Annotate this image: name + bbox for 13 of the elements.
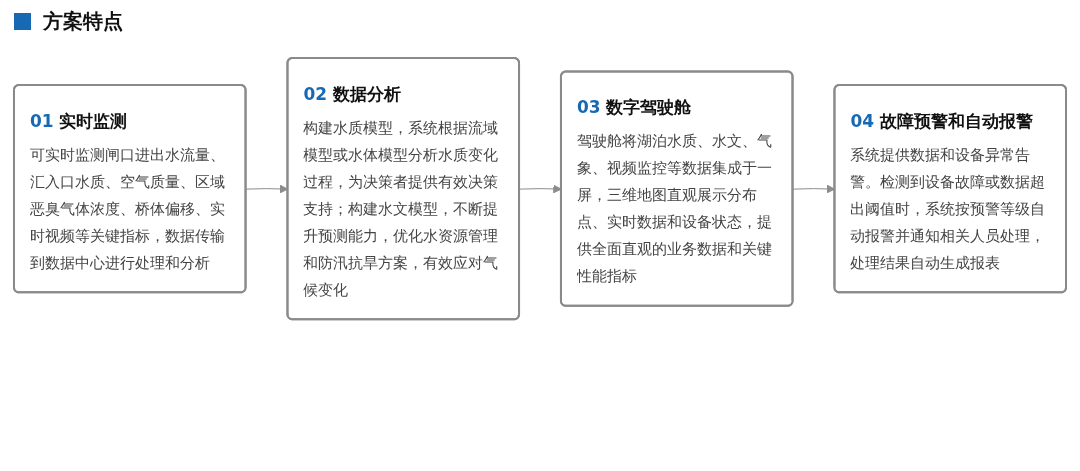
- card-heading: 02 数据分析: [303, 83, 401, 104]
- card-heading: 03 数字驾驶舱: [576, 97, 692, 118]
- title: 方案特点: [43, 7, 123, 35]
- card-description: 系统提供数据和设备异常告警。检测到设备故障或数据超出阈值时，系统按预警等级自动报警并通知相关人员处理，处理结果自动生成报表: [850, 145, 1046, 272]
- card-heading: 04 故障预警和自动报警: [850, 110, 1033, 131]
- card-description: 驾驶舱将湖泊水质、水文、气象、视频监控等数据集成于一屏，三维地图直观展示分布点、实时数据和设备状态，提供全面直观的业务数据和关键性能指标: [576, 132, 772, 285]
- card-description: 构建水质模型，系统根据流域模型或水体模型分析水质变化过程，为决策者提供有效决策支持；构建水文模型，不断提升预测能力，优化水资源管理和防汛抗旱方案，有效应对气候变化: [303, 118, 499, 299]
- feature-card: [286, 57, 521, 321]
- feature-card: [13, 83, 247, 294]
- feature-card: [559, 70, 794, 307]
- card-description: 可实时监测闸口进出水流量、汇入口水质、空气质量、区域恶臭气体浓度、桥体偏移、实时视频等关键指标，数据传输到数据中心进行处理和分析: [29, 145, 225, 272]
- card-heading: 01 实时监测: [29, 110, 128, 131]
- feature-card: [833, 83, 1067, 294]
